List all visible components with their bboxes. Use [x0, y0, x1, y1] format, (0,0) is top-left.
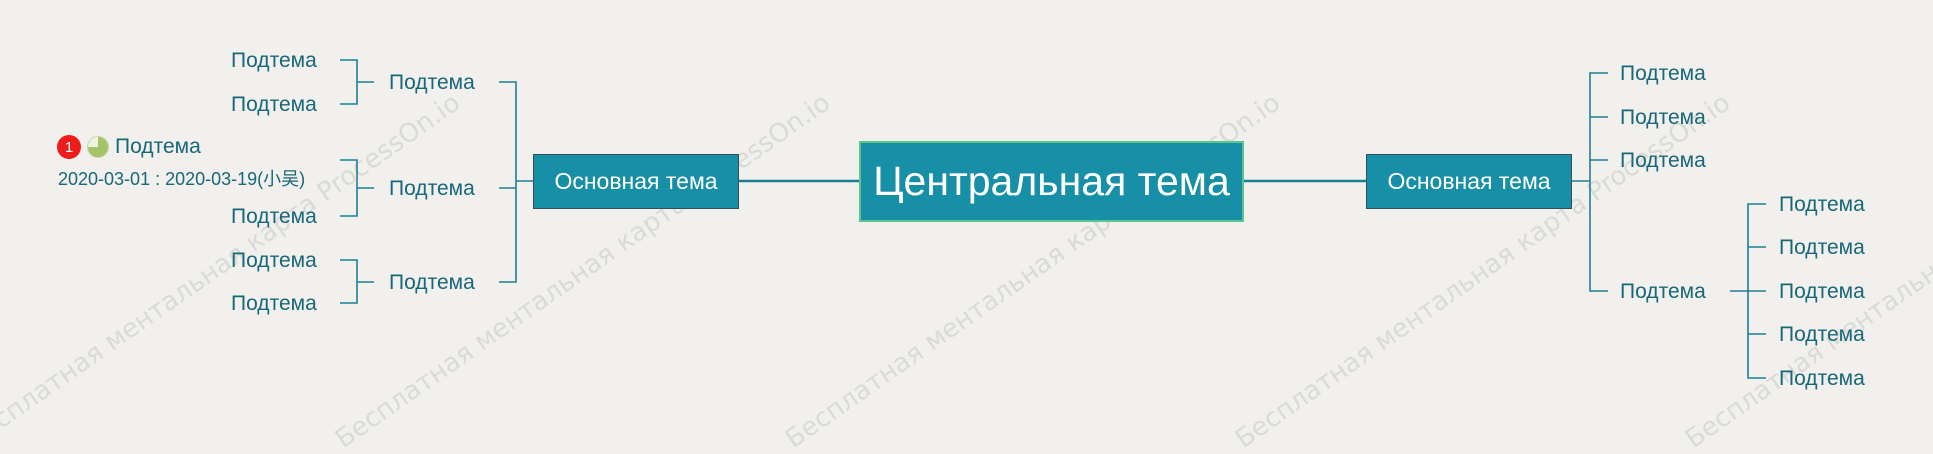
connector-line [1589, 72, 1608, 292]
subtopic[interactable]: Подтема [389, 271, 475, 294]
connector-line [340, 159, 358, 217]
central-topic[interactable]: Центральная тема [859, 141, 1244, 222]
subtopic[interactable]: Подтема [231, 292, 317, 315]
subtopic[interactable]: Подтема [1779, 367, 1865, 390]
connector-line [340, 259, 358, 304]
subtopic[interactable]: Подтема [231, 205, 317, 228]
main-topic-left[interactable]: Основная тема [533, 154, 739, 209]
subtopic[interactable]: Подтема [1779, 323, 1865, 346]
subtopic[interactable]: Подтема [389, 177, 475, 200]
subtopic[interactable]: Подтема [1779, 280, 1865, 303]
subtopic[interactable]: Подтема [231, 93, 317, 116]
priority-badge: 1 [57, 135, 81, 159]
subtopic[interactable]: Подтема [389, 71, 475, 94]
subtopic[interactable]: Подтема [1620, 280, 1706, 303]
subtopic[interactable]: Подтема [1620, 106, 1706, 129]
main-topic-right[interactable]: Основная тема [1366, 154, 1572, 209]
subtopic[interactable]: Подтема [1620, 149, 1706, 172]
subtopic[interactable]: Подтема [231, 49, 317, 72]
task-dates: 2020-03-01 : 2020-03-19(小吴) [58, 169, 306, 189]
connector-line [340, 59, 358, 105]
task-subtopic[interactable]: 1 Подтема 2020-03-01 : 2020-03-19(小吴) [57, 135, 305, 191]
subtopic-label: Подтема [115, 135, 201, 158]
connector-line [499, 81, 517, 283]
progress-icon [87, 136, 109, 158]
subtopic[interactable]: Подтема [1779, 193, 1865, 216]
subtopic[interactable]: Подтема [231, 249, 317, 272]
subtopic[interactable]: Подтема [1620, 62, 1706, 85]
subtopic[interactable]: Подтема [1779, 236, 1865, 259]
